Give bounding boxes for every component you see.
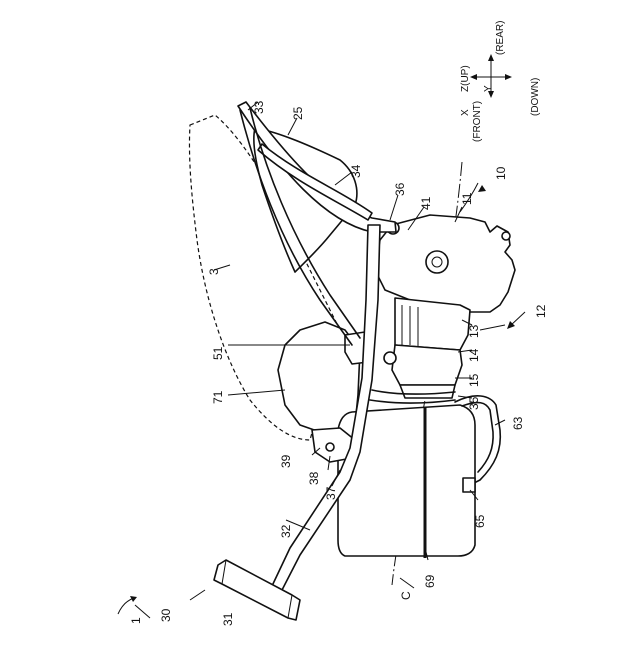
ref-11: 11 <box>460 192 474 205</box>
axis-x-label: X <box>460 109 471 116</box>
fitting-65 <box>463 478 475 492</box>
ref-37: 37 <box>324 486 338 500</box>
ref-30: 30 <box>159 608 173 622</box>
ref-38: 38 <box>307 471 321 485</box>
bolt-38 <box>326 443 334 451</box>
ref-31: 31 <box>221 612 235 626</box>
axis-down-label: (DOWN) <box>530 78 541 116</box>
ref-69: 69 <box>423 574 437 588</box>
engine-mount-hole <box>502 232 510 240</box>
ref-3: 3 <box>207 268 221 275</box>
crankshaft-circle <box>426 251 448 273</box>
axis-rear-label: (REAR) <box>495 21 506 55</box>
ref-14: 14 <box>467 348 481 362</box>
ref-34: 34 <box>349 164 363 178</box>
ref-15: 15 <box>467 373 481 387</box>
ref-65: 65 <box>473 514 487 528</box>
ref-51: 51 <box>211 346 225 360</box>
ref-39: 39 <box>279 454 293 468</box>
joint-41 <box>384 352 396 364</box>
ref-12: 12 <box>534 304 548 318</box>
ref-71: 71 <box>211 390 225 404</box>
axis-indicator: Z(UP) (REAR) Y X (FRONT) (DOWN) <box>460 21 541 142</box>
ref-1: 1 <box>129 617 143 624</box>
head-cover-15 <box>400 385 455 398</box>
cylinder-13 <box>395 298 470 350</box>
arrow-10 <box>478 185 486 192</box>
ref-c: C <box>399 591 413 600</box>
axis-z-label: Z(UP) <box>460 65 471 92</box>
ref-33: 33 <box>252 100 266 114</box>
ref-32: 32 <box>279 524 293 538</box>
ref-36: 36 <box>393 182 407 196</box>
cylinder-head-14 <box>392 345 462 385</box>
ref-41: 41 <box>419 196 433 210</box>
ref-10: 10 <box>494 166 508 180</box>
arrow-1 <box>118 598 134 614</box>
ref-13: 13 <box>467 324 481 338</box>
axis-front-label: (FRONT) <box>472 101 483 142</box>
ref-63: 63 <box>511 416 525 430</box>
axis-y-label: Y <box>483 85 494 92</box>
ref-35: 35 <box>467 396 481 410</box>
ref-25: 25 <box>291 106 305 120</box>
